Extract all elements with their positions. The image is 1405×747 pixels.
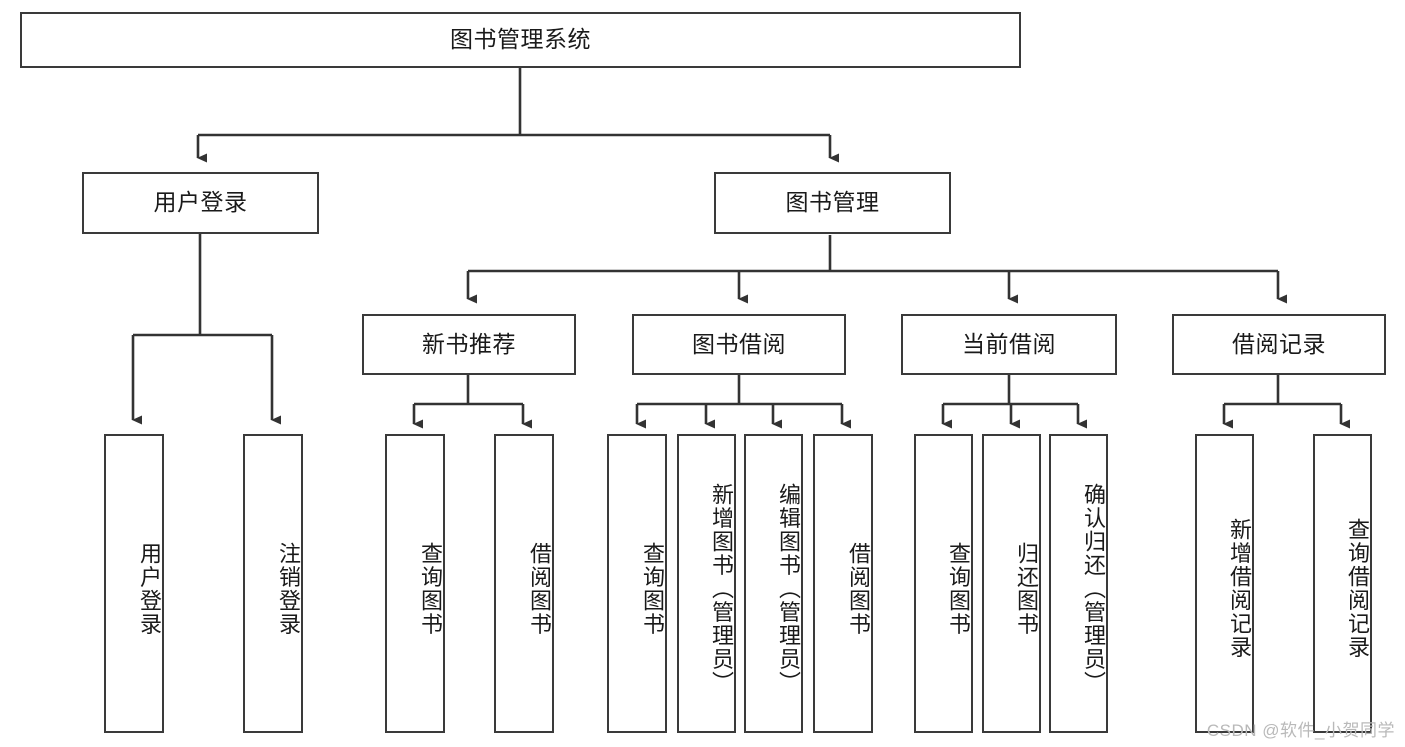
node-leaf-query-book-1[interactable]: 查询图书 <box>385 434 445 733</box>
node-leaf-add-record-label: 新增借阅记录 <box>1227 518 1252 659</box>
node-leaf-edit-book[interactable]: 编辑图书（管理员） <box>744 434 803 733</box>
node-leaf-confirm-return-label: 确认归还（管理员） <box>1081 482 1106 695</box>
node-leaf-query-book-2-label: 查询图书 <box>640 541 665 636</box>
node-leaf-query-book-1-label: 查询图书 <box>418 541 443 636</box>
node-leaf-logout[interactable]: 注销登录 <box>243 434 303 733</box>
watermark: CSDN @软件_小贺同学 <box>1206 721 1395 740</box>
node-leaf-query-book-3-label: 查询图书 <box>946 541 971 636</box>
node-leaf-logout-label: 注销登录 <box>276 541 301 636</box>
node-borrow-record[interactable]: 借阅记录 <box>1172 314 1386 375</box>
node-leaf-return-book[interactable]: 归还图书 <box>982 434 1041 733</box>
node-leaf-borrow-book-1-label: 借阅图书 <box>527 541 552 636</box>
node-leaf-query-record[interactable]: 查询借阅记录 <box>1313 434 1372 733</box>
node-user-login[interactable]: 用户登录 <box>82 172 319 234</box>
node-leaf-query-record-label: 查询借阅记录 <box>1345 518 1370 659</box>
node-leaf-borrow-book-1[interactable]: 借阅图书 <box>494 434 554 733</box>
node-new-book-recommend[interactable]: 新书推荐 <box>362 314 576 375</box>
node-book-manage-label: 图书管理 <box>785 189 880 216</box>
node-root-label: 图书管理系统 <box>450 26 591 53</box>
node-leaf-add-record[interactable]: 新增借阅记录 <box>1195 434 1254 733</box>
node-current-borrow[interactable]: 当前借阅 <box>901 314 1117 375</box>
node-current-borrow-label: 当前借阅 <box>962 330 1056 357</box>
node-leaf-borrow-book-2-label: 借阅图书 <box>846 541 871 636</box>
node-leaf-query-book-3[interactable]: 查询图书 <box>914 434 973 733</box>
node-new-book-recommend-label: 新书推荐 <box>422 330 516 357</box>
node-leaf-confirm-return[interactable]: 确认归还（管理员） <box>1049 434 1108 733</box>
node-root[interactable]: 图书管理系统 <box>20 12 1021 68</box>
node-leaf-return-book-label: 归还图书 <box>1014 541 1039 636</box>
node-book-manage[interactable]: 图书管理 <box>714 172 951 234</box>
node-borrow-record-label: 借阅记录 <box>1232 330 1326 357</box>
node-user-login-label: 用户登录 <box>153 189 248 216</box>
node-book-borrow[interactable]: 图书借阅 <box>632 314 846 375</box>
node-book-borrow-label: 图书借阅 <box>692 330 786 357</box>
node-leaf-borrow-book-2[interactable]: 借阅图书 <box>813 434 873 733</box>
node-leaf-user-login[interactable]: 用户登录 <box>104 434 164 733</box>
node-leaf-add-book-label: 新增图书（管理员） <box>709 482 734 695</box>
node-leaf-query-book-2[interactable]: 查询图书 <box>607 434 667 733</box>
node-leaf-user-login-label: 用户登录 <box>137 541 162 636</box>
node-leaf-edit-book-label: 编辑图书（管理员） <box>776 482 801 695</box>
node-leaf-add-book[interactable]: 新增图书（管理员） <box>677 434 736 733</box>
